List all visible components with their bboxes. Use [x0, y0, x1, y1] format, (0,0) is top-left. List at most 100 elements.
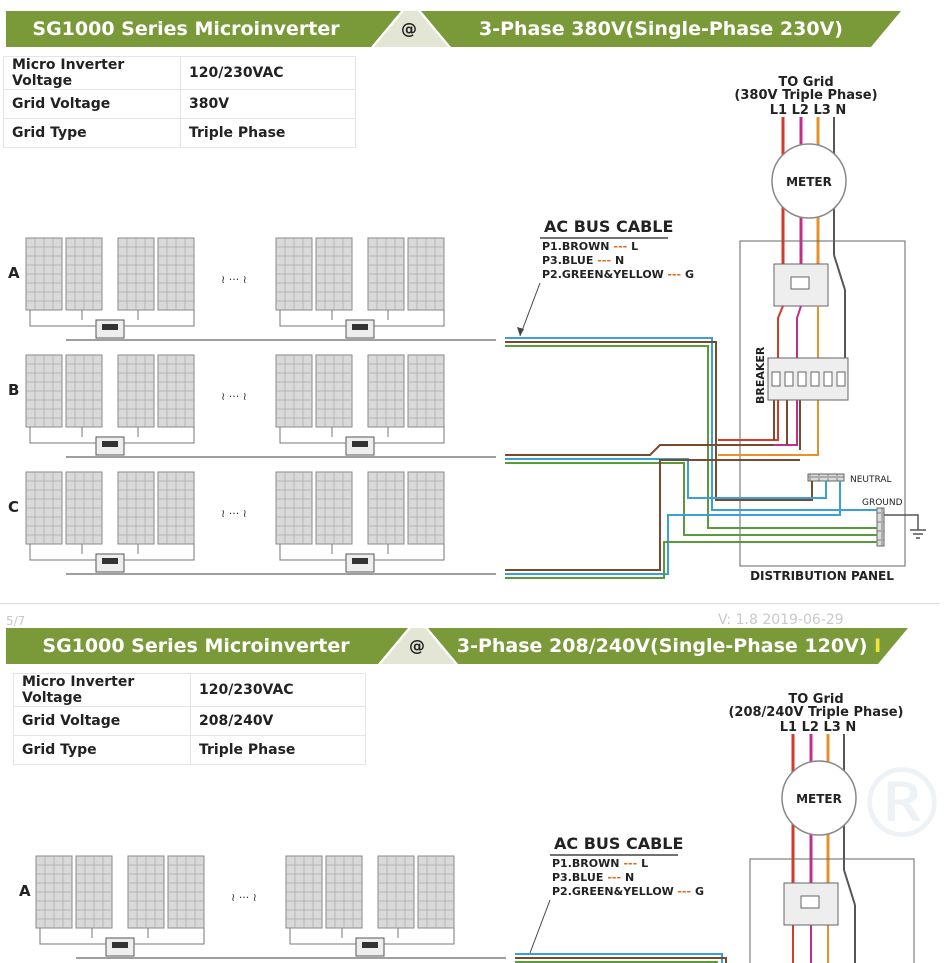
solar-panel	[315, 354, 353, 428]
microinverter	[355, 937, 385, 957]
bus-trunk-wires	[505, 337, 877, 579]
bus-line-name: P3.BLUE	[542, 254, 593, 267]
solar-array-row: C ≀ ··· ≀	[8, 471, 496, 575]
bus-line-term: L	[641, 857, 648, 870]
version-date: V: 1.8 2019-06-29	[718, 612, 844, 628]
solar-array-rows: A ≀ ··· ≀ B ≀ ··· ≀ C ≀ ··· ≀	[8, 237, 496, 575]
banner-at-sign: @	[401, 19, 417, 38]
row-label: A	[19, 882, 31, 900]
bus-line-term: N	[625, 871, 634, 884]
solar-panel	[407, 354, 445, 428]
spec-label: Grid Voltage	[3, 89, 181, 119]
banner-grid-title: 3-Phase 380V(Single-Phase 230V)	[479, 18, 843, 40]
bus-line-term: G	[685, 268, 694, 281]
grid-line-labels: L1 L2 L3 N	[780, 720, 856, 735]
solar-array-row: B ≀ ··· ≀	[8, 354, 496, 458]
bus-line-dash: ---	[623, 857, 637, 870]
meter-circle	[781, 760, 857, 836]
distribution-panel-label: DISTRIBUTION PANEL	[750, 569, 894, 583]
spec-value: Triple Phase	[190, 735, 366, 765]
section-divider	[0, 603, 940, 604]
solar-panel	[275, 354, 313, 428]
spec-value: Triple Phase	[180, 118, 356, 148]
solar-panel	[367, 471, 405, 545]
svg-text:P1.BROWN---L: P1.BROWN---L	[542, 240, 638, 253]
banner-shape	[6, 628, 908, 664]
neutral-label: NEUTRAL	[850, 475, 892, 485]
bus-cable-title: AC BUS CABLE	[554, 834, 683, 853]
solar-panel	[167, 855, 205, 929]
grid-subtitle: (208/240V Triple Phase)	[728, 705, 903, 720]
solar-array-rows: A≀ ··· ≀	[19, 855, 506, 959]
breaker-switches	[771, 371, 846, 387]
solar-panel	[157, 471, 195, 545]
bus-line-dash: ---	[667, 268, 681, 281]
solar-panel	[285, 855, 323, 929]
bus-line-dash: ---	[597, 254, 611, 267]
bus-line-name: P3.BLUE	[552, 871, 603, 884]
solar-panel	[275, 471, 313, 545]
solar-panel	[367, 354, 405, 428]
svg-text:P3.BLUE---N: P3.BLUE---N	[552, 871, 634, 884]
solar-panel	[367, 237, 405, 311]
meter-label: METER	[786, 175, 832, 189]
solar-panel	[75, 855, 113, 929]
wiring-diagram: ® TO Grid (208/240V Triple Phase) L1 L2 …	[19, 692, 950, 963]
solar-panel	[117, 237, 155, 311]
bus-line-dash: ---	[613, 240, 627, 253]
ground-label: GROUND	[862, 498, 903, 508]
bus-line-name: P2.GREEN&YELLOW	[552, 885, 674, 898]
bus-cable-title: AC BUS CABLE	[544, 217, 673, 236]
solar-panel	[407, 471, 445, 545]
solar-panel	[127, 855, 165, 929]
solar-array-row: A≀ ··· ≀	[19, 855, 506, 959]
title-banner: SG1000 Series Microinverter @ 3-Phase 20…	[6, 628, 908, 664]
array-continuation: ≀ ··· ≀	[221, 507, 247, 520]
microinverter	[345, 319, 375, 339]
bus-line-name: P1.BROWN	[552, 857, 619, 870]
solar-panel	[65, 354, 103, 428]
microinverter	[105, 937, 135, 957]
banner-shape	[6, 11, 901, 47]
microinverter	[345, 553, 375, 573]
solar-panel	[117, 471, 155, 545]
meter-label: METER	[796, 792, 842, 806]
solar-panel	[25, 237, 63, 311]
spec-value: 380V	[180, 89, 356, 119]
solar-panel	[417, 855, 455, 929]
bus-line-name: P2.GREEN&YELLOW	[542, 268, 664, 281]
solar-panel	[325, 855, 363, 929]
bus-line-term: N	[615, 254, 624, 267]
spec-value: 208/240V	[190, 706, 366, 736]
bus-line-name: P1.BROWN	[542, 240, 609, 253]
spec-label: Grid Type	[13, 735, 191, 765]
microinverter	[95, 553, 125, 573]
spec-value: 120/230VAC	[180, 56, 356, 90]
distribution-panel-box	[749, 858, 915, 963]
grid-title: TO Grid	[788, 692, 843, 707]
row-label: B	[8, 381, 19, 399]
banner-product-title: SG1000 Series Microinverter	[42, 635, 350, 657]
row-label: A	[8, 264, 20, 282]
microinverter	[95, 319, 125, 339]
spec-label: Grid Type	[3, 118, 181, 148]
svg-text:P3.BLUE---N: P3.BLUE --- N	[542, 254, 624, 267]
wiring-diagram: TO Grid (380V Triple Phase) L1 L2 L3 N M…	[8, 75, 926, 583]
row-label: C	[8, 498, 19, 516]
array-continuation: ≀ ··· ≀	[221, 273, 247, 286]
title-banner: SG1000 Series Microinverter @ 3-Phase 38…	[6, 11, 901, 47]
spec-label: Grid Voltage	[13, 706, 191, 736]
text-cursor: I	[874, 635, 882, 657]
solar-panel	[157, 354, 195, 428]
svg-text:P1.BROWN---L: P1.BROWN --- L	[552, 857, 648, 870]
breaker-block	[767, 357, 849, 401]
ground-bar	[876, 507, 885, 547]
banner-product-title: SG1000 Series Microinverter	[32, 18, 340, 40]
svg-text:P2.GREEN&YELLOW---G: P2.GREEN&YELLOW---G	[552, 885, 704, 898]
array-continuation: ≀ ··· ≀	[221, 390, 247, 403]
